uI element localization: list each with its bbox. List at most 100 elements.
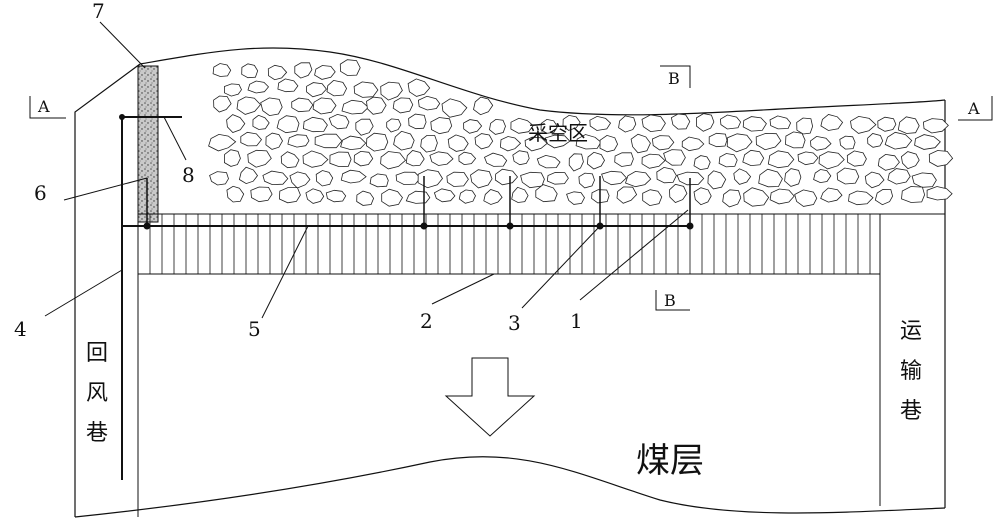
rubble-stone — [441, 98, 468, 118]
rubble-stone — [302, 116, 328, 133]
rubble-stone — [494, 168, 519, 186]
rubble-stone — [208, 133, 237, 152]
rubble-stone — [340, 169, 367, 184]
rubble-stone — [262, 170, 289, 186]
rubble-stone — [546, 172, 569, 185]
rubble-stone — [405, 190, 431, 204]
rubble-stone — [356, 190, 375, 206]
rubble-stone — [380, 81, 403, 101]
rubble-stone — [797, 151, 819, 166]
callout-7: 7 — [92, 0, 105, 23]
rubble-stone — [742, 149, 765, 167]
rubble-stone — [247, 149, 272, 168]
rubble-stone — [470, 169, 493, 189]
haulage-roadway-char-1: 运 — [900, 319, 922, 344]
rubble-stone — [386, 118, 402, 133]
rubble-stone — [305, 188, 325, 204]
rubble-stone — [489, 118, 506, 135]
rubble-stone — [578, 172, 595, 189]
rubble-stone — [536, 154, 561, 169]
goaf-label: 采空区 — [528, 121, 588, 145]
rubble-stone — [601, 170, 627, 186]
rubble-stone — [575, 134, 602, 150]
rubble-stone — [306, 82, 327, 98]
rubble-stone — [405, 150, 425, 167]
rubble-stone — [877, 116, 897, 132]
rubble-stone — [820, 187, 843, 203]
rubble-stone — [395, 171, 421, 186]
rubble-stone — [669, 183, 688, 203]
rubble-stone — [260, 97, 283, 117]
rubble-stone — [458, 151, 477, 166]
rubble-stone — [277, 78, 299, 93]
rubble-stone — [641, 114, 666, 133]
rubble-stone — [247, 80, 270, 94]
rubble-stone — [726, 133, 753, 153]
rubble-stone — [900, 151, 920, 170]
rubble-stone — [755, 132, 782, 151]
rubble-stone — [836, 167, 860, 185]
outline-top-wavy — [139, 47, 946, 116]
outline-left — [74, 63, 141, 517]
rubble-stone — [839, 135, 856, 150]
rubble-stone — [483, 152, 508, 167]
rubble-stone — [785, 131, 806, 149]
rubble-stone — [922, 118, 949, 134]
rubble-stone — [289, 171, 311, 189]
rubble-stone — [241, 63, 259, 79]
rubble-stone — [252, 114, 270, 130]
rubble-stone — [599, 134, 619, 153]
rubble-stone — [420, 135, 438, 153]
rubble-stone — [535, 184, 558, 203]
rubble-stone — [641, 153, 666, 169]
svg-text:A: A — [967, 99, 980, 118]
rubble-stone — [670, 113, 691, 130]
rubble-stone — [928, 150, 954, 167]
support-row — [149, 214, 871, 274]
rubble-stone — [848, 190, 874, 206]
rubble-stone — [520, 171, 545, 189]
callout-4: 4 — [14, 317, 27, 341]
rubble-stone — [499, 136, 522, 152]
support-row-frame — [137, 213, 881, 275]
rubble-stone — [315, 170, 334, 187]
callout-8: 8 — [182, 163, 195, 187]
callout-1: 1 — [570, 309, 583, 333]
rubble-stone — [651, 135, 675, 151]
callout-6: 6 — [34, 181, 47, 205]
svg-text:B: B — [664, 291, 676, 310]
callout-3: 3 — [508, 311, 521, 335]
rubble-stone — [341, 99, 369, 115]
rubble-stone — [209, 171, 229, 186]
rubble-stone — [877, 153, 900, 171]
outline-bottom-wavy — [74, 456, 946, 518]
rubble-stone — [291, 97, 314, 113]
rubble-stone — [614, 152, 634, 167]
rubble-stone — [696, 113, 715, 132]
rubble-stone — [794, 189, 818, 207]
rubble-stone — [483, 189, 503, 205]
rubble-stone — [366, 96, 387, 115]
rubble-stone — [240, 131, 263, 147]
rubble-stone — [265, 132, 283, 150]
haulage-roadway-char-3: 巷 — [900, 399, 922, 424]
rubble-stone — [846, 150, 867, 167]
rubble-stone — [624, 170, 652, 188]
rubble-stone — [901, 186, 926, 203]
rubble-stone — [339, 59, 361, 76]
rubble-stone — [226, 114, 246, 133]
svg-text:B: B — [668, 69, 680, 88]
rubble-stone — [430, 117, 453, 135]
svg-text:A: A — [37, 97, 50, 116]
return-roadway-char-1: 回 — [86, 341, 108, 366]
rubble-stone — [329, 151, 352, 167]
rubble-stone — [407, 78, 431, 97]
callout-2: 2 — [420, 309, 433, 333]
rubble-stone — [314, 65, 336, 80]
rubble-stone — [236, 96, 262, 115]
rubble-stone — [722, 189, 742, 208]
rubble-stone — [238, 166, 259, 185]
rubble-stone — [524, 136, 548, 152]
section-mark-b-top: B — [660, 65, 691, 88]
